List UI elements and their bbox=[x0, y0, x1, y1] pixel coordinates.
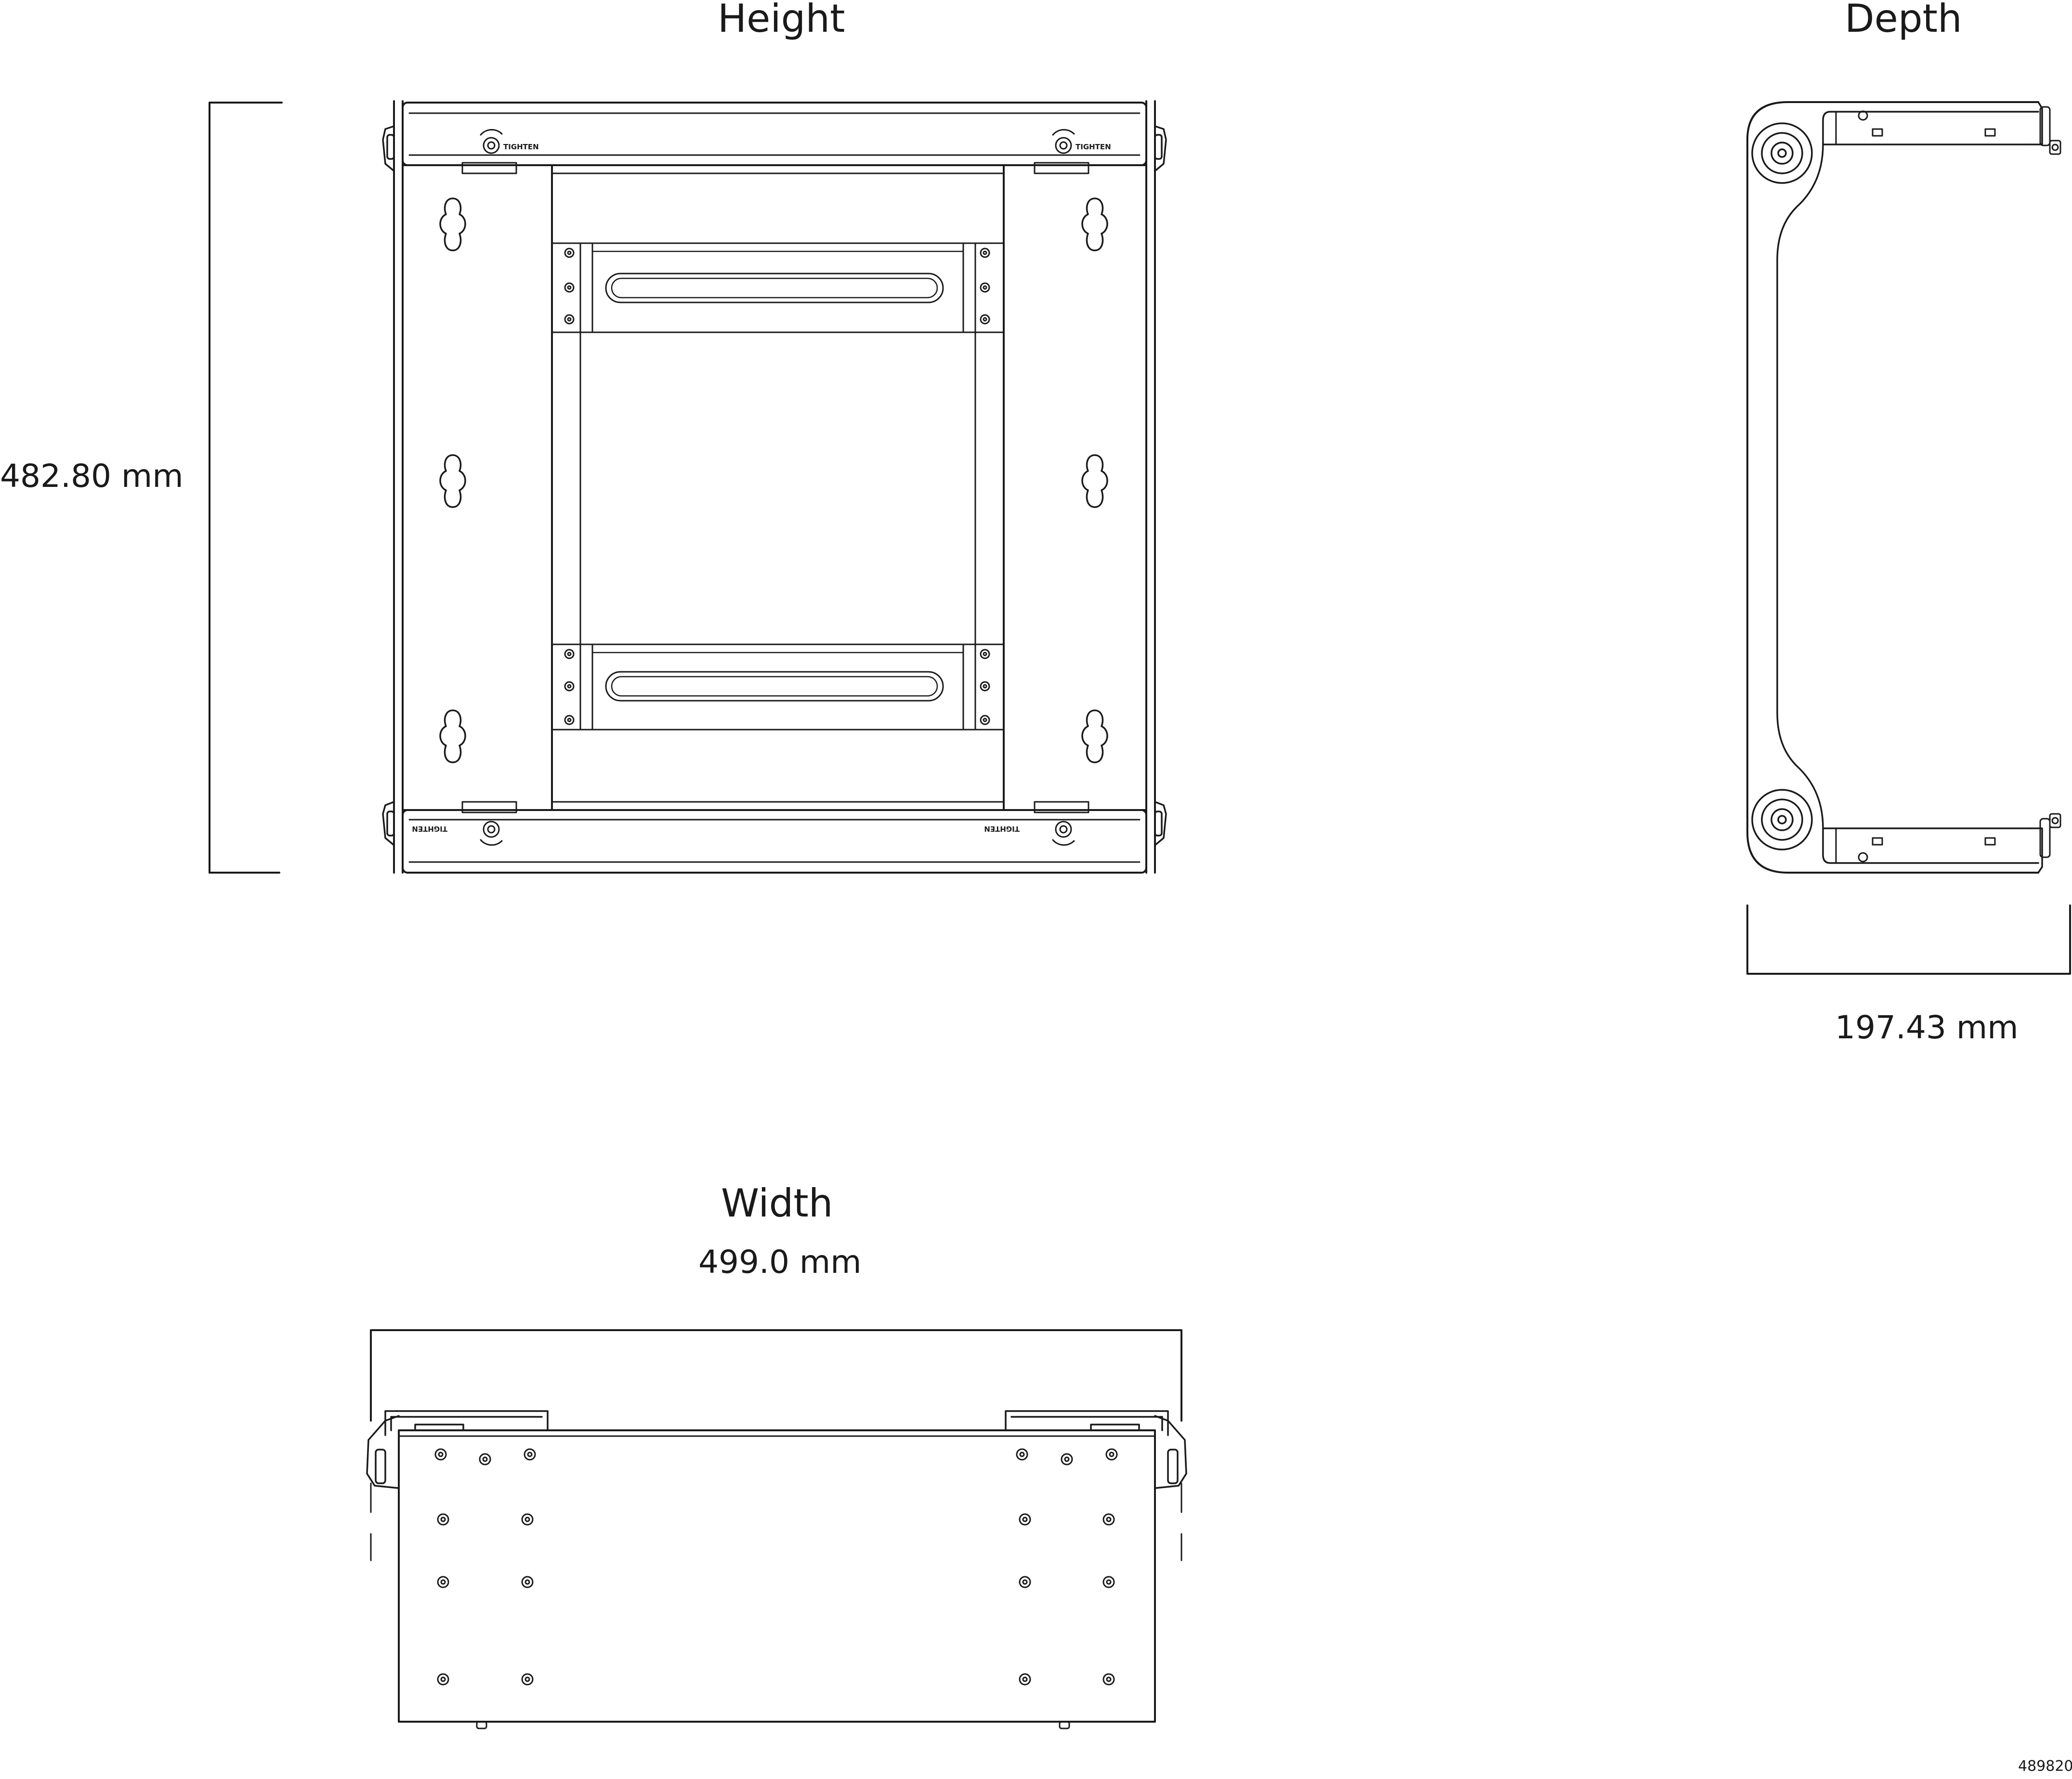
rotation-hubs bbox=[1751, 122, 1813, 850]
bottom-body bbox=[398, 1429, 1156, 1723]
width-dimension-value: 499.0 mm bbox=[698, 1243, 862, 1281]
left-side-panel bbox=[402, 164, 553, 811]
width-dimension-line bbox=[370, 1329, 1182, 1422]
side-knobs bbox=[2039, 106, 2061, 858]
side-profile-outer bbox=[1746, 101, 2039, 874]
bracket-screws bbox=[564, 248, 990, 725]
corner-lugs bbox=[382, 125, 1167, 846]
height-view-title: Height bbox=[718, 0, 845, 41]
tighten-label: TIGHTEN bbox=[1075, 143, 1111, 151]
top-slot bbox=[605, 273, 944, 303]
tighten-label: TIGHTEN bbox=[984, 824, 1020, 833]
top-bracket bbox=[551, 242, 1005, 333]
bottom-side-lugs bbox=[366, 1415, 1187, 1489]
drawing-reference-number: 489820 bbox=[2018, 1758, 2072, 1775]
tighten-labels: TIGHTEN TIGHTEN TIGHTEN TIGHTEN bbox=[412, 143, 1111, 833]
depth-dimension-value: 197.43 mm bbox=[1835, 1009, 2019, 1046]
depth-view-title: Depth bbox=[1845, 0, 1962, 41]
side-flanges bbox=[2029, 101, 2043, 874]
vertical-rails bbox=[579, 242, 976, 731]
height-dimension-value: 482.80 mm bbox=[0, 458, 184, 495]
inner-frame bbox=[551, 164, 1005, 811]
keyhole-slots bbox=[439, 197, 1108, 763]
tighten-label: TIGHTEN bbox=[503, 143, 539, 151]
bottom-view bbox=[366, 1329, 1187, 1729]
front-view: TIGHTEN TIGHTEN TIGHTEN TIGHTEN bbox=[209, 100, 1167, 874]
depth-dimension-line bbox=[1746, 904, 2071, 975]
clamp-tabs bbox=[461, 162, 1089, 813]
bottom-slot bbox=[605, 671, 944, 702]
frame-left-side bbox=[393, 100, 404, 874]
bottom-screw-holes bbox=[434, 1448, 1118, 1686]
side-profile-inner bbox=[1776, 111, 2039, 864]
bottom-bracket bbox=[551, 643, 1005, 731]
tighten-knobs bbox=[480, 129, 1075, 846]
bottom-clamp-plates bbox=[384, 1410, 1169, 1436]
width-view-title: Width bbox=[721, 1181, 833, 1226]
side-view bbox=[1746, 101, 2071, 975]
height-dimension-line bbox=[209, 102, 283, 874]
tighten-label: TIGHTEN bbox=[412, 824, 447, 833]
frame-right-side bbox=[1145, 100, 1156, 874]
right-side-panel bbox=[1003, 164, 1147, 811]
